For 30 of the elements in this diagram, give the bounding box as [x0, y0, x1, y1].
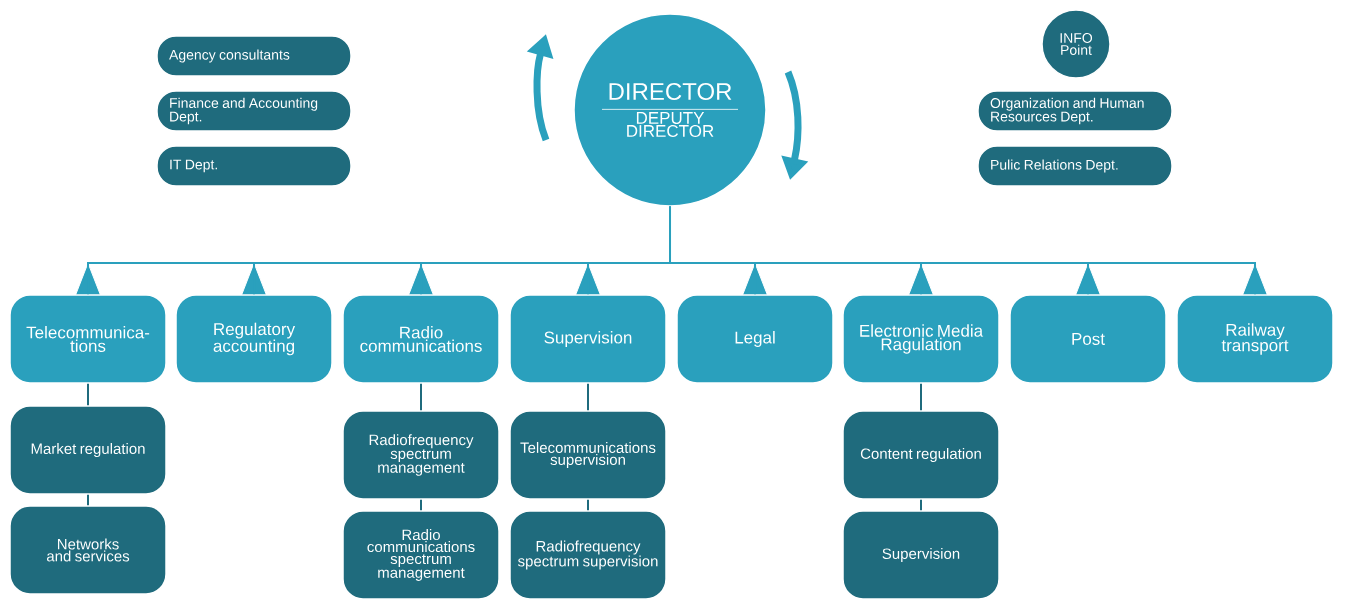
unit-box: Networks and services	[9, 505, 167, 595]
connector-line	[920, 498, 922, 512]
department-callout: Electronic Media Ragulation	[842, 262, 1000, 384]
unit-box: Content regulation	[842, 410, 1000, 500]
unit-box: Supervision	[842, 510, 1000, 600]
unit-box: Radio communications spectrum management	[342, 510, 500, 600]
department-pill: Pulic Relations Dept.	[977, 145, 1173, 187]
department-pill: IT Dept.	[156, 145, 352, 187]
connector-line	[669, 205, 1256, 296]
department-pill: Finance and Accounting Dept.	[156, 90, 352, 132]
department-pill: Organization and Human Resources Dept.	[977, 90, 1173, 132]
unit-box: Market regulation	[9, 405, 167, 495]
connector-line	[587, 382, 589, 412]
unit-box: Telecommunications supervision	[509, 410, 667, 500]
department-pill: Agency consultants	[156, 35, 352, 77]
department-callout: Railway transport	[1176, 262, 1334, 384]
connector-line	[87, 493, 89, 507]
unit-box: Radiofrequency spectrum supervision	[509, 510, 667, 600]
department-callout: Radio communications	[342, 262, 500, 384]
connector-line	[420, 498, 422, 512]
department-callout: Supervision	[509, 262, 667, 384]
department-callout: Telecommunica-tions	[9, 262, 167, 384]
unit-box: Radiofrequency spectrum management	[342, 410, 500, 500]
connector-line	[87, 382, 89, 407]
department-callout: Regulatory accounting	[175, 262, 333, 384]
connector-line	[587, 498, 589, 512]
department-callout: Post	[1009, 262, 1167, 384]
connector-line	[920, 382, 922, 412]
department-callout: Legal	[676, 262, 834, 384]
connector-line	[420, 382, 422, 412]
